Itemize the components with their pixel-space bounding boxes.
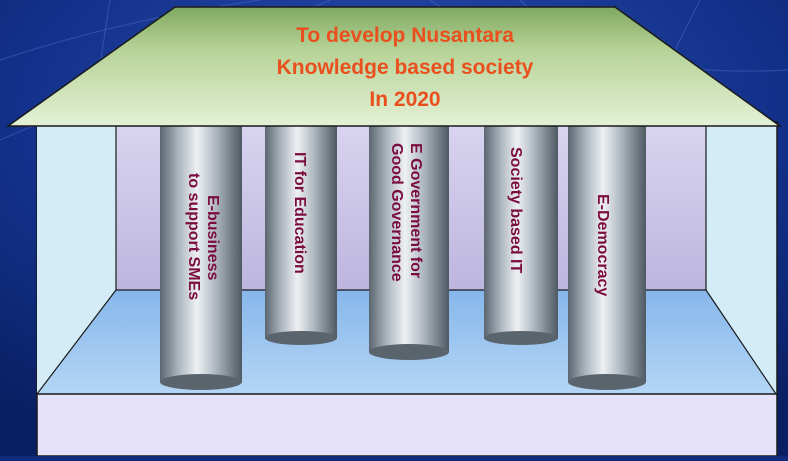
pillar-5-label: E-Democracy [594,194,611,296]
pillar-4: Society based IT [484,114,558,345]
left-wall [37,122,116,394]
pillar-3-label-line-2: Good Governance [388,143,405,282]
pillar-1-label-line-1: E-business [204,195,221,280]
pillar-2: IT for Education [265,114,337,345]
pillar-4-label: Society based IT [507,147,524,273]
pillar-3-label-line-1: E Government for [407,143,424,278]
pillar-5: E-Democracy [568,114,646,390]
pillar-1-label-line-2: to support SMEs [185,173,202,300]
pillar-2-label: IT for Education [291,152,308,274]
roof-title-line-2: Knowledge based society [277,56,534,79]
right-wall [706,122,776,394]
roof: To develop Nusantara Knowledge based soc… [5,6,783,127]
roof-title-line-1: To develop Nusantara [296,24,514,47]
house-base [36,393,778,457]
pillar-1: E-business to support SMEs [160,114,242,390]
pillar-3: E Government for Good Governance [369,114,449,360]
roof-title-line-3: In 2020 [369,88,440,111]
